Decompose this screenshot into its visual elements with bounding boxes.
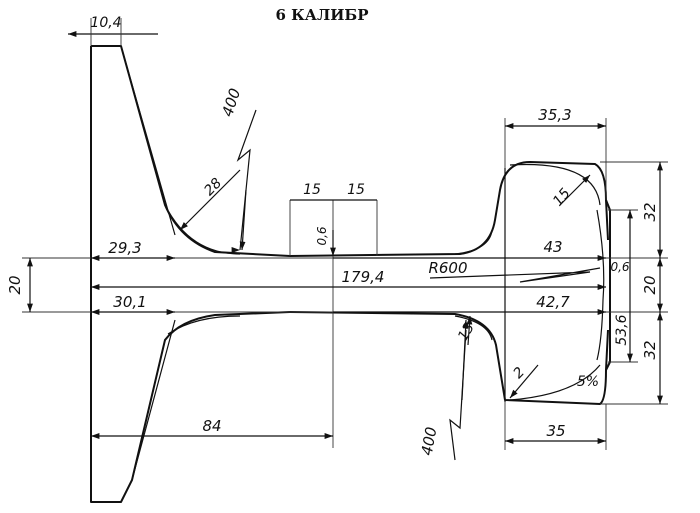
dim-label-536: 53,6 <box>614 314 630 345</box>
dim-label-353: 35,3 <box>538 106 571 124</box>
dim-label-301: 30,1 <box>113 293 146 311</box>
leader-2 <box>509 364 539 399</box>
dim-label-15-left: 15 <box>303 182 321 198</box>
dim-label-400-top: 400 <box>218 86 244 119</box>
dim-label-1794: 179,4 <box>342 268 385 286</box>
drawing-title: 6 КАЛИБР <box>275 6 368 24</box>
web-top-line <box>289 161 609 257</box>
leader-400-bottom <box>449 329 467 461</box>
dim-label-15-right: 15 <box>347 182 365 198</box>
dim-label-35: 35 <box>546 422 565 440</box>
dim-label-13: 13 <box>455 320 478 343</box>
dim-label-15-upper: 15 <box>550 185 574 209</box>
fillet-arc-bottom-left <box>167 315 241 335</box>
dim-label-28: 28 <box>201 175 225 199</box>
leader-400-top <box>236 109 257 251</box>
dim-label-427: 42,7 <box>536 293 570 311</box>
fillet-arc-head-top <box>509 163 601 206</box>
dim-label-400-bottom: 400 <box>418 425 441 456</box>
dim-label-43: 43 <box>543 238 562 256</box>
right-head-side <box>605 199 611 371</box>
fillet-arc-top-right <box>454 229 493 255</box>
dim-label-06-right: 0,6 <box>610 260 629 274</box>
left-flange-taper <box>120 45 176 481</box>
dim-label-104: 10,4 <box>90 15 121 31</box>
dim-label-r600: R600 <box>428 259 467 277</box>
fillet-arc-bottom-right <box>454 315 493 341</box>
dim-label-293: 29,3 <box>108 239 141 257</box>
fillet-arc-head-bottom <box>509 364 601 401</box>
dim-label-84: 84 <box>202 417 221 435</box>
dim-label-06-center: 0,6 <box>315 226 329 245</box>
leader-28 <box>179 169 241 231</box>
leader-13 <box>466 315 473 346</box>
fillet-arc-top-left <box>164 204 241 255</box>
dim-label-20-left: 20 <box>6 275 24 294</box>
dim-label-5pct: 5% <box>577 374 599 390</box>
left-flange-outline <box>90 45 291 503</box>
leader-r600 <box>429 267 601 283</box>
dim-label-20-right: 20 <box>641 275 659 294</box>
dim-label-32-top: 32 <box>641 202 659 221</box>
dim-label-32-bottom: 32 <box>641 340 659 359</box>
leader-15-upper <box>559 174 591 206</box>
